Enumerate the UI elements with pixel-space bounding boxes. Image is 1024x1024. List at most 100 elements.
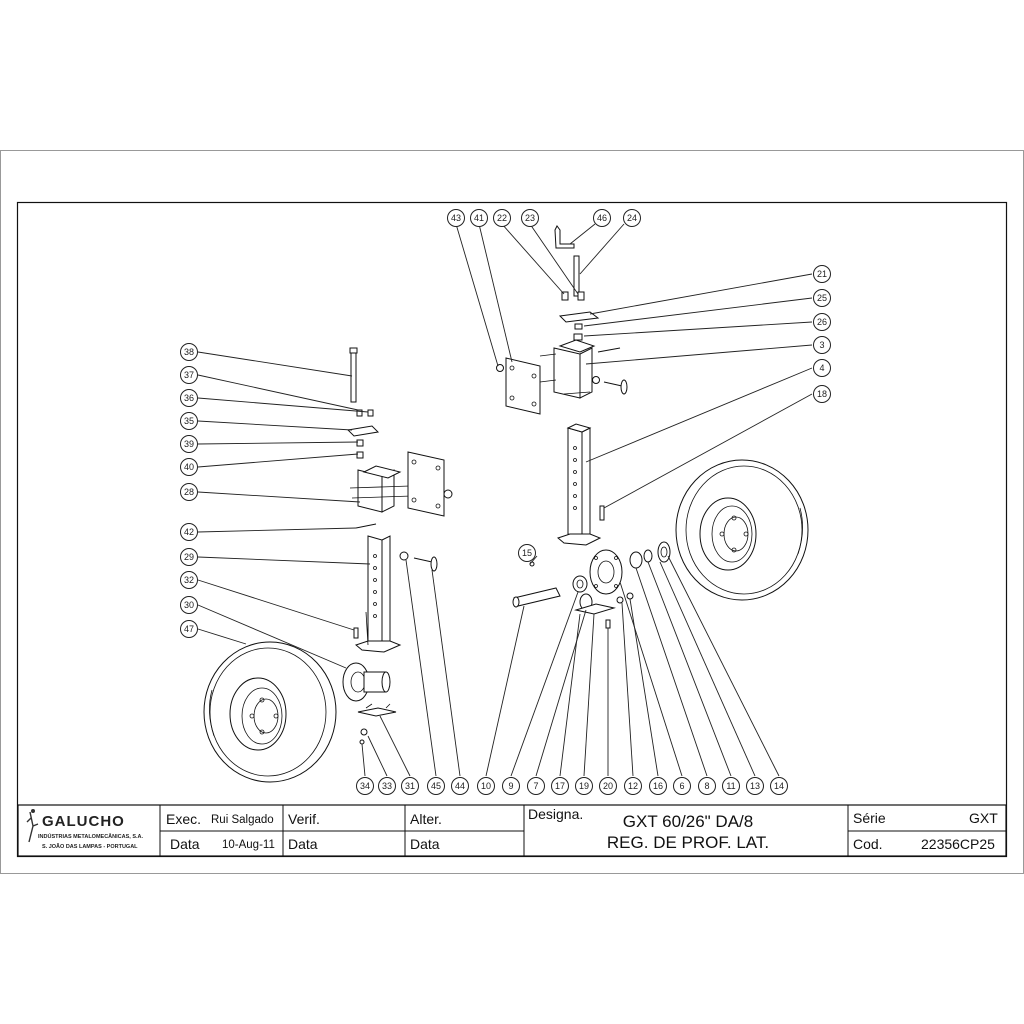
svg-text:15: 15: [522, 548, 532, 558]
svg-text:13: 13: [750, 781, 760, 791]
svg-text:18: 18: [817, 389, 827, 399]
svg-text:30: 30: [184, 600, 194, 610]
svg-text:35: 35: [184, 416, 194, 426]
svg-text:16: 16: [653, 781, 663, 791]
callout-bubble: 37: [180, 366, 198, 384]
cod-value: 22356CP25: [921, 836, 995, 852]
designa-label: Designa.: [528, 806, 583, 822]
data-label-3: Data: [410, 836, 440, 852]
svg-text:42: 42: [184, 527, 194, 537]
callout-bubble: 20: [599, 777, 617, 795]
svg-text:8: 8: [704, 781, 709, 791]
svg-text:47: 47: [184, 624, 194, 634]
svg-text:3: 3: [819, 340, 824, 350]
leader-lines: [197, 223, 813, 777]
callout-bubble: 8: [698, 777, 716, 795]
svg-text:14: 14: [774, 781, 784, 791]
callout-bubble: 23: [521, 209, 539, 227]
callout-bubble: 25: [813, 289, 831, 307]
right-post: [556, 423, 605, 546]
title-block: GALUCHO INDÚSTRIAS METALOMECÂNICAS, S.A.…: [17, 804, 1007, 857]
data-label-2: Data: [288, 836, 318, 852]
left-post: [354, 535, 402, 653]
svg-text:19: 19: [579, 781, 589, 791]
svg-text:25: 25: [817, 293, 827, 303]
right-top-assembly: [496, 225, 628, 415]
exec-value: Rui Salgado: [211, 814, 274, 826]
callout-bubble: 14: [770, 777, 788, 795]
svg-text:11: 11: [726, 781, 735, 791]
callout-bubble: 24: [623, 209, 641, 227]
callout-bubble: 39: [180, 435, 198, 453]
left-wheel: [203, 641, 337, 783]
svg-text:41: 41: [474, 213, 484, 223]
data-label: Data: [170, 836, 200, 852]
svg-text:45: 45: [431, 781, 441, 791]
svg-text:23: 23: [525, 213, 535, 223]
callout-bubble: 16: [649, 777, 667, 795]
svg-text:29: 29: [184, 552, 194, 562]
svg-text:26: 26: [817, 317, 827, 327]
data-value: 10-Aug-11: [222, 839, 275, 851]
serie-value: GXT: [969, 810, 998, 826]
outer-sheet-border: [0, 150, 1024, 874]
designation-line-1: GXT 60/26" DA/8: [623, 812, 753, 831]
callout-bubble: 42: [180, 523, 198, 541]
svg-text:31: 31: [405, 781, 415, 791]
svg-text:46: 46: [597, 213, 607, 223]
drawing-frame: [16, 201, 1008, 858]
svg-text:33: 33: [382, 781, 392, 791]
callout-bubble: 28: [180, 483, 198, 501]
svg-text:44: 44: [455, 781, 465, 791]
callout-bubble: 36: [180, 389, 198, 407]
callout-bubble: 13: [746, 777, 764, 795]
svg-text:32: 32: [184, 575, 194, 585]
company-line-1: INDÚSTRIAS METALOMECÂNICAS, S.A.: [38, 833, 143, 840]
callout-bubble: 46: [593, 209, 611, 227]
svg-text:17: 17: [555, 781, 565, 791]
svg-text:36: 36: [184, 393, 194, 403]
callout-bubble: 33: [378, 777, 396, 795]
cod-label: Cod.: [853, 836, 883, 852]
svg-text:10: 10: [481, 781, 491, 791]
callout-bubble: 29: [180, 548, 198, 566]
svg-text:28: 28: [184, 487, 194, 497]
callout-bubble: 41: [470, 209, 488, 227]
callout-bubble: 11: [722, 777, 740, 795]
svg-text:43: 43: [451, 213, 461, 223]
callout-bubble: 40: [180, 458, 198, 476]
left-mount-plate: [407, 451, 453, 517]
callout-bubbles: 43 41 22 23 46 24 21 25 26 3 4 18 38 37 …: [180, 209, 831, 795]
exploded-assembly: [203, 225, 809, 783]
callout-bubble: 12: [624, 777, 642, 795]
alter-label: Alter.: [410, 811, 442, 827]
callout-bubble: 38: [180, 343, 198, 361]
serie-label: Série: [853, 810, 886, 826]
svg-text:39: 39: [184, 439, 194, 449]
callout-bubble: 35: [180, 412, 198, 430]
left-bracket: [349, 465, 413, 513]
right-axle-parts: [512, 541, 671, 629]
callout-bubble: 22: [493, 209, 511, 227]
svg-text:22: 22: [497, 213, 507, 223]
svg-text:4: 4: [819, 363, 824, 373]
callout-bubble: 18: [813, 385, 831, 403]
left-pin-stack: [346, 347, 380, 459]
callout-bubble: 7: [527, 777, 545, 795]
callout-bubble: 31: [401, 777, 419, 795]
callout-bubble: 26: [813, 313, 831, 331]
svg-text:20: 20: [603, 781, 613, 791]
left-hub: [342, 662, 391, 702]
svg-text:40: 40: [184, 462, 194, 472]
exec-label: Exec.: [166, 811, 201, 827]
callout-bubble: 30: [180, 596, 198, 614]
company-line-2: S. JOÃO DAS LAMPAS - PORTUGAL: [42, 843, 138, 850]
verif-label: Verif.: [288, 811, 320, 827]
callout-bubble: 45: [427, 777, 445, 795]
svg-text:9: 9: [508, 781, 513, 791]
svg-text:7: 7: [533, 781, 538, 791]
right-wheel: [675, 459, 809, 601]
callout-bubble: 9: [502, 777, 520, 795]
callout-bubble: 19: [575, 777, 593, 795]
